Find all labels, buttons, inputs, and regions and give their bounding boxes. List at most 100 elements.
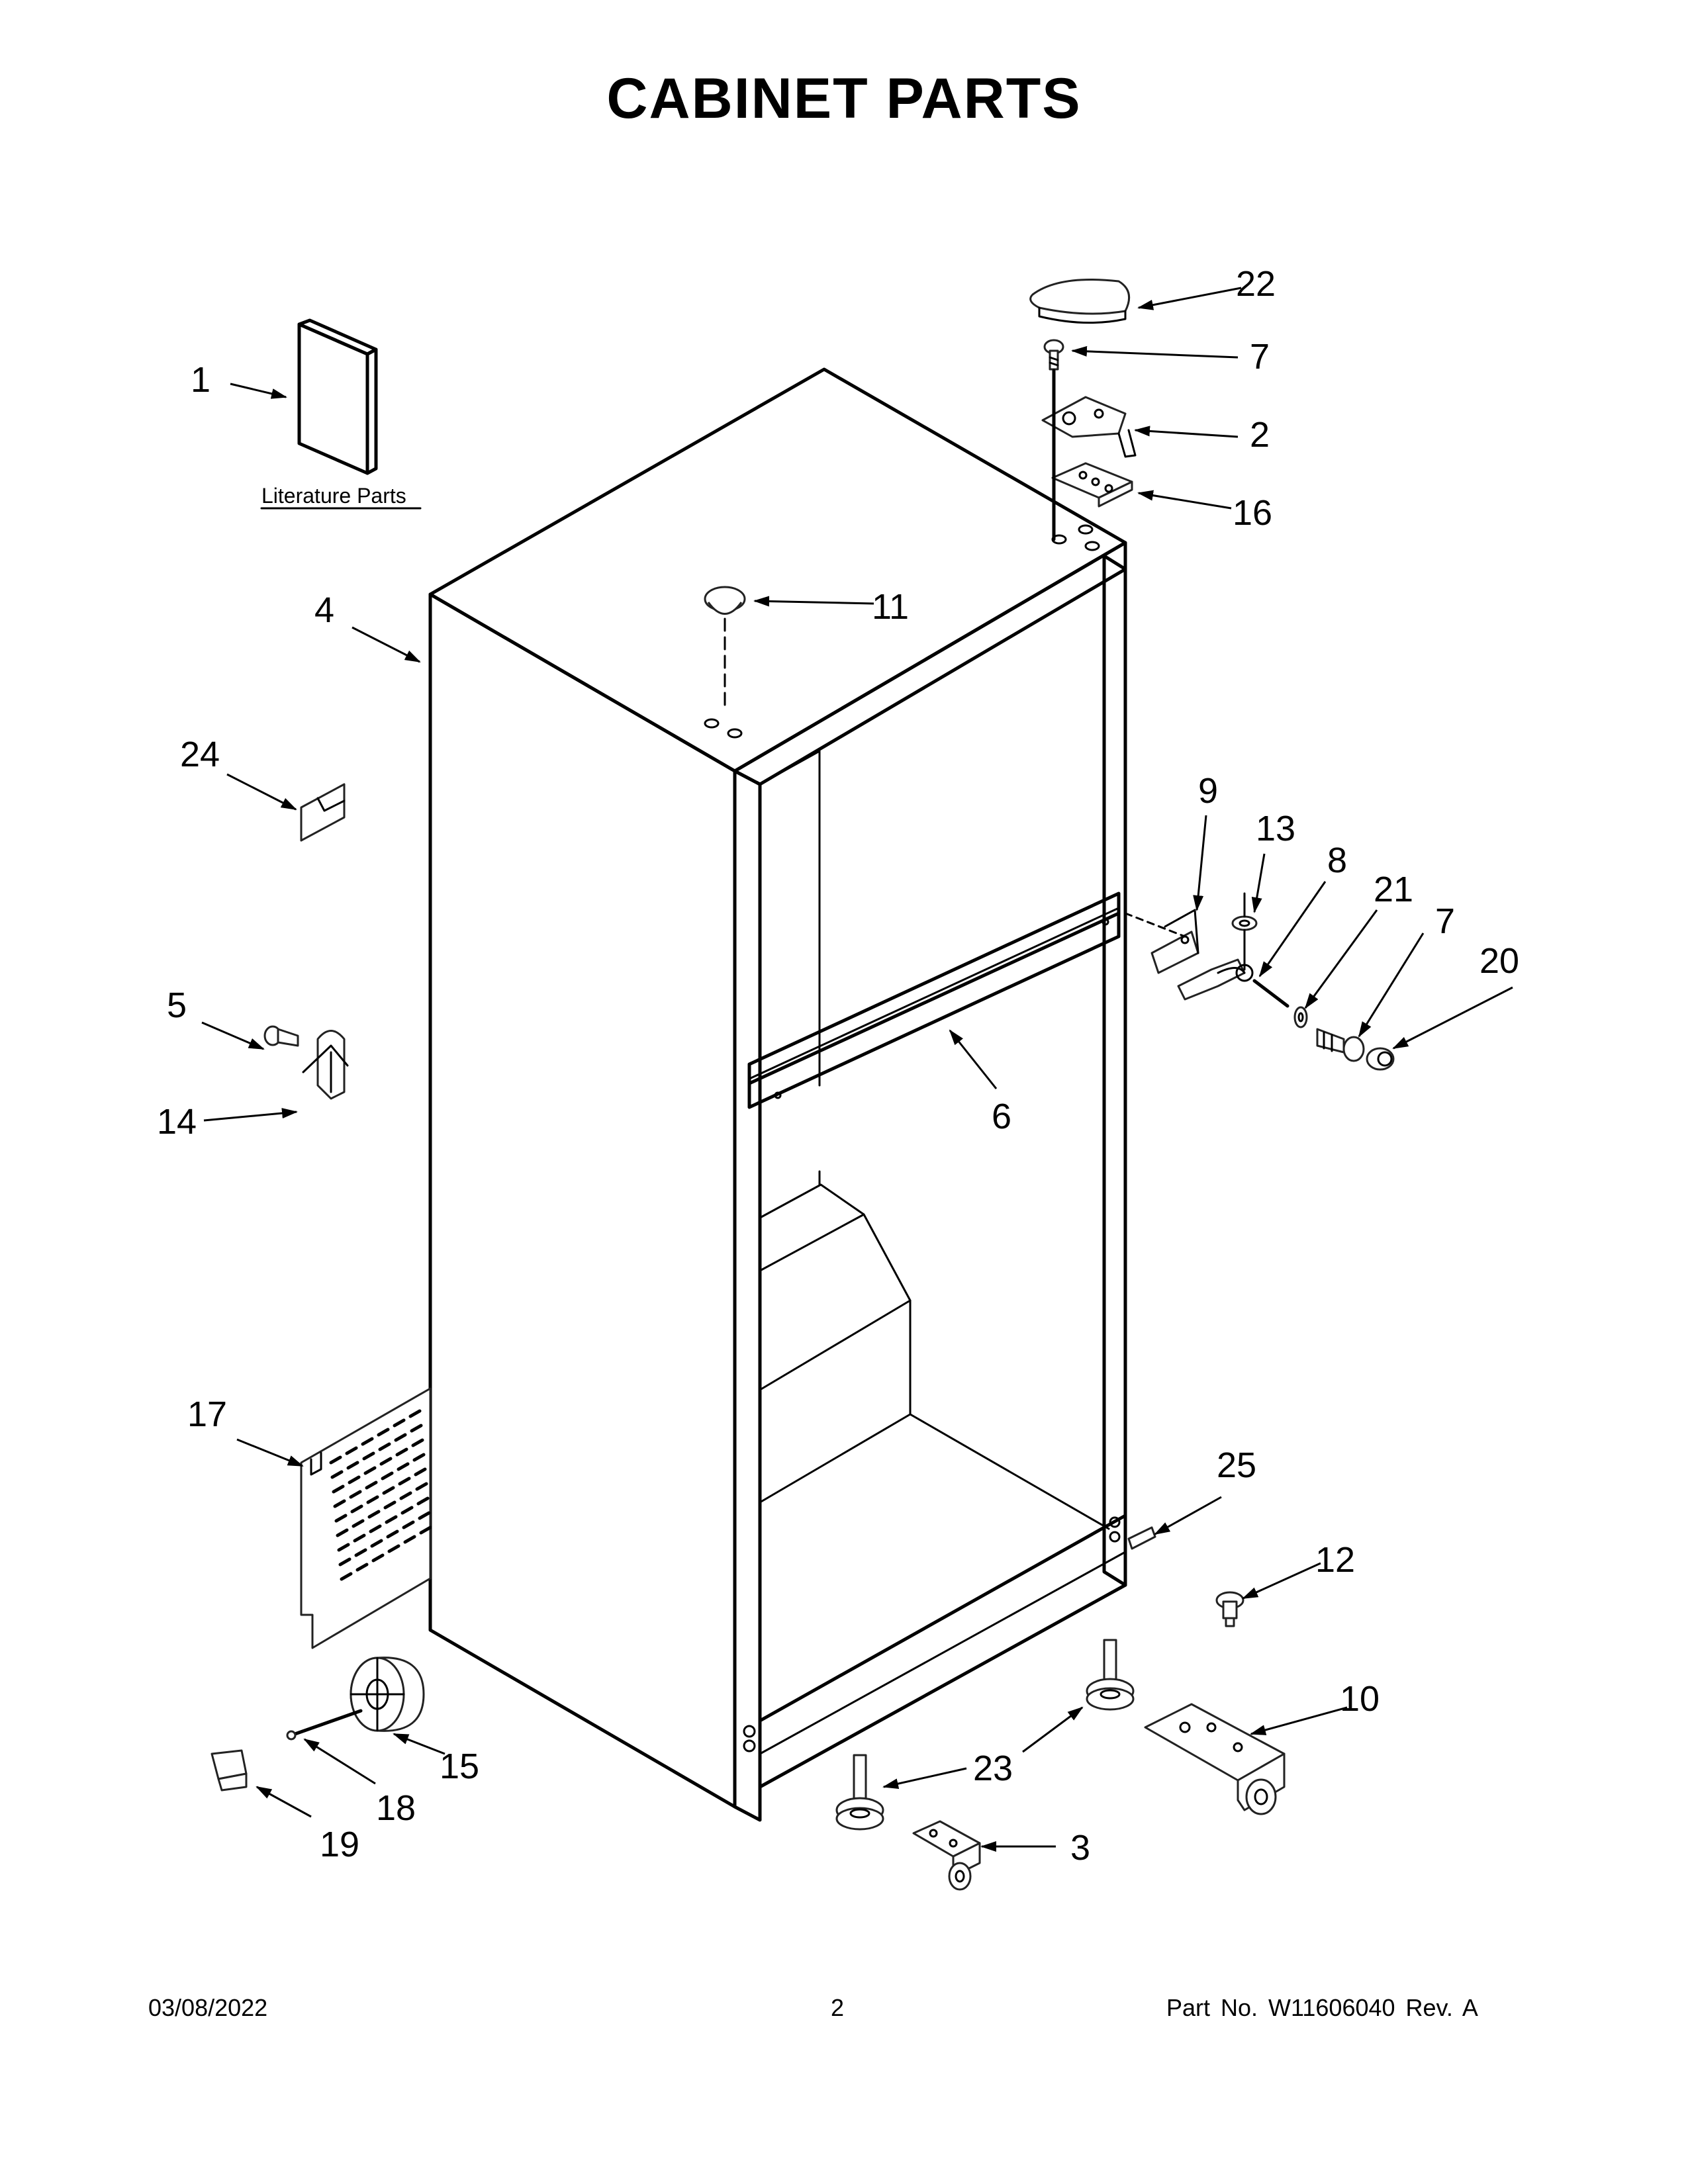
vent-slot [414, 1467, 427, 1477]
callout-2: 2 [1250, 415, 1270, 455]
plug-button [1215, 1591, 1244, 1627]
grille-vents [329, 1409, 432, 1581]
center-hinge-bracket [1124, 909, 1199, 974]
vent-slot [332, 1484, 345, 1494]
callout-13: 13 [1256, 809, 1295, 848]
vent-slot [416, 1496, 430, 1506]
vent-slot [362, 1451, 375, 1461]
callout-3: 3 [1070, 1828, 1090, 1868]
cabinet-body [428, 367, 1127, 1822]
vent-slot [329, 1455, 342, 1465]
top-hinge [1041, 396, 1137, 458]
callout-1: 1 [191, 360, 211, 400]
vent-slot [378, 1442, 391, 1451]
vent-slot [330, 1470, 344, 1479]
vent-slot [403, 1535, 416, 1544]
vent-slot [379, 1457, 393, 1466]
vent-slot [337, 1543, 350, 1552]
roller-wheel [350, 1657, 425, 1732]
top-plug [704, 586, 746, 713]
vent-slot [377, 1428, 390, 1437]
hinge-cap [1366, 1047, 1395, 1071]
callout-7-top: 7 [1250, 337, 1270, 377]
vent-slot [365, 1480, 378, 1490]
callout-8: 8 [1327, 841, 1347, 880]
rear-grille-panel [300, 1387, 432, 1649]
vent-slot [370, 1539, 383, 1548]
hinge-screw-center [1316, 1028, 1365, 1062]
center-rail [747, 891, 1121, 1109]
literature-parts-label: Literature Parts [261, 484, 406, 508]
vent-slot [382, 1486, 395, 1495]
vent-slot [355, 1563, 369, 1572]
callout-5: 5 [167, 985, 187, 1025]
vent-slot [346, 1461, 359, 1470]
vent-slot [418, 1511, 431, 1520]
vent-slot [345, 1446, 358, 1455]
callout-15: 15 [440, 1747, 479, 1786]
footer-page-number: 2 [831, 1994, 845, 2021]
callout-4: 4 [314, 590, 334, 630]
vent-slot [366, 1495, 379, 1504]
callout-17: 17 [187, 1394, 227, 1434]
vent-slot [398, 1477, 411, 1486]
hinge-pin [1231, 892, 1258, 971]
small-bracket [300, 783, 346, 842]
vent-slot [353, 1533, 366, 1543]
vent-slot [385, 1515, 398, 1524]
vent-slot [394, 1433, 407, 1442]
vent-slot [363, 1466, 377, 1475]
small-plate [1127, 1526, 1156, 1550]
vent-slot [400, 1506, 414, 1515]
page-title: CABINET PARTS [606, 67, 1082, 130]
callout-22: 22 [1236, 264, 1276, 304]
callout-6: 6 [992, 1097, 1011, 1136]
center-hinge [1177, 958, 1254, 1001]
vent-slot [334, 1514, 348, 1523]
vent-slot [336, 1528, 349, 1537]
leader-arrows [201, 287, 1513, 1852]
hinge-cover [1029, 279, 1131, 324]
literature-booklet [297, 318, 378, 475]
wheel-axle [286, 1709, 363, 1741]
vent-slot [408, 1409, 422, 1418]
vent-slot [369, 1524, 382, 1533]
callout-9: 9 [1198, 771, 1218, 811]
vent-slot [367, 1510, 381, 1519]
callout-20: 20 [1479, 941, 1519, 981]
washer [1293, 1006, 1308, 1028]
vent-slot [397, 1462, 410, 1471]
clip-screw [263, 1025, 299, 1047]
callout-16: 16 [1233, 493, 1272, 533]
vent-slot [350, 1504, 363, 1514]
vent-slot [402, 1520, 415, 1529]
vent-slot [348, 1475, 361, 1484]
roller-assembly-right [1144, 1703, 1286, 1815]
hinge-bolt-line [1252, 979, 1289, 1008]
callout-23: 23 [973, 1749, 1013, 1788]
callout-25: 25 [1217, 1445, 1256, 1485]
callout-7-center: 7 [1435, 901, 1455, 941]
callout-24: 24 [180, 735, 220, 774]
wheel-clip [211, 1749, 248, 1792]
vent-slot [415, 1482, 428, 1491]
roller-small [912, 1820, 981, 1891]
vent-slot [393, 1418, 406, 1428]
footer-part-number: Part No. W11606040 Rev. A [1166, 1994, 1478, 2021]
footer-date: 03/08/2022 [148, 1994, 268, 2021]
vent-slot [349, 1490, 362, 1499]
callout-21: 21 [1374, 870, 1413, 909]
callout-19: 19 [320, 1825, 359, 1864]
vent-slot [354, 1548, 367, 1557]
vent-slot [412, 1453, 426, 1462]
vent-slot [399, 1491, 412, 1500]
vent-slot [361, 1437, 374, 1446]
vent-slot [387, 1544, 400, 1553]
vent-slot [381, 1471, 394, 1480]
vent-slot [352, 1519, 365, 1528]
clip [302, 1030, 349, 1100]
vent-slot [395, 1447, 408, 1457]
leveling-leg-right [1086, 1639, 1135, 1711]
vent-slot [340, 1572, 353, 1581]
